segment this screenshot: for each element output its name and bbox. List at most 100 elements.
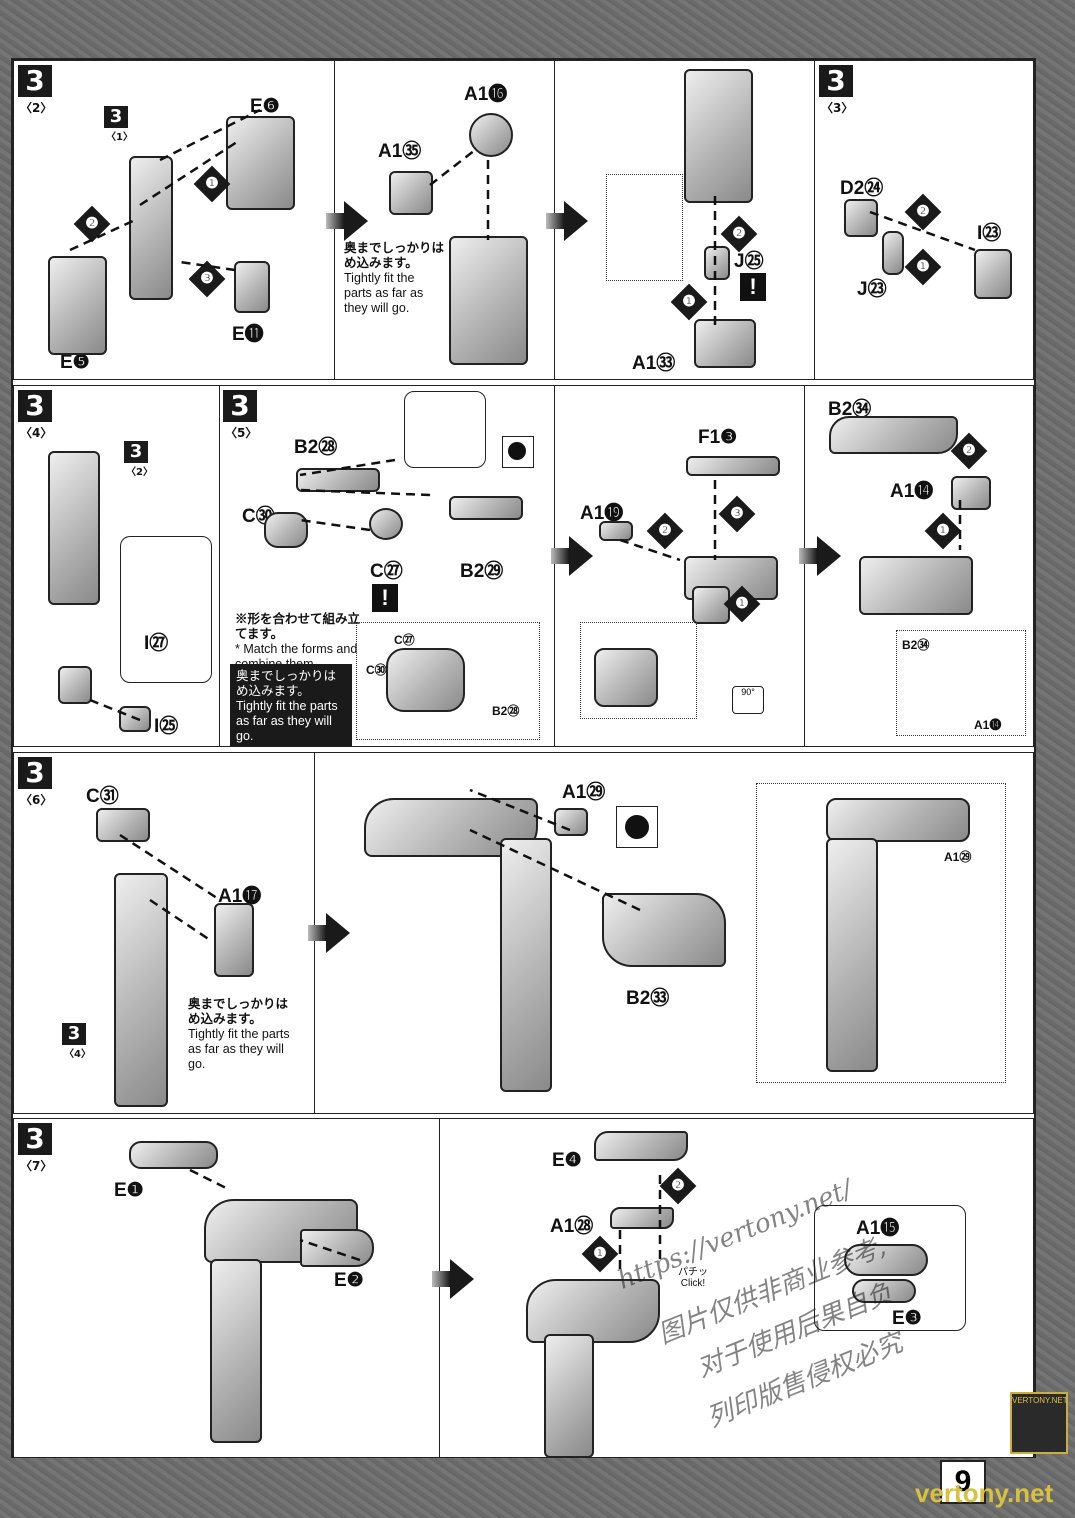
vertony-logo: VERTONY.NET [1010,1392,1068,1454]
part-label: A1⓮ [890,481,934,502]
part-drawing [610,1207,674,1229]
row-2: 3 〈4〉 3 〈2〉 I㉗ I㉕ 3 〈5〉 B2㉘ C㉚ C㉗ B2㉙ ! … [13,385,1034,747]
part-label: A1㉝ [632,353,676,374]
part-label: B2㉝ [626,988,670,1009]
part-drawing [594,648,658,707]
flow-arrow [326,201,368,241]
part-label: A1⓳ [580,503,624,524]
part-drawing [684,69,753,203]
fit-note: 奥までしっかりはめ込みます。Tightly fit the parts as f… [188,997,290,1071]
part-drawing [844,1244,928,1276]
detail-label: B2㉘ [492,704,520,718]
detail-box [606,174,683,281]
black-mark-icon [502,436,534,468]
detail-label: C㉚ [366,663,387,677]
step-sub: 〈5〉 [225,426,258,440]
part-drawing [826,838,878,1072]
part-drawing [129,1141,218,1169]
part-label: E❺ [60,352,90,373]
part-drawing [951,476,991,510]
part-label: I㉗ [144,633,169,654]
instruction-sheet: 3 〈2〉 3 〈1〉 E❻ E❺ E⓫ ❷ ❶ ❸ A1⓰ A1㉟ 奥までしっ… [11,58,1036,1458]
part-drawing [852,1279,916,1303]
callout-bubble [814,1205,966,1331]
part-drawing [974,249,1012,299]
detail-box [580,622,697,719]
rotate-icon: 90° [732,686,764,714]
part-label: E❶ [114,1180,144,1201]
part-drawing [58,666,92,704]
part-label: B2㉙ [460,561,504,582]
part-label: A1㉟ [378,141,422,162]
step-sub: 〈7〉 [20,1159,53,1173]
fit-note: 奥までしっかりはめ込みます。Tightly fit the parts as f… [344,241,445,315]
step-badge: 3 [18,390,52,422]
part-label: E⓫ [232,324,264,345]
part-drawing [234,261,270,313]
flow-arrow [799,536,841,576]
page-number: 9 [940,1460,986,1504]
part-drawing [369,508,403,540]
part-label: A1⓰ [464,84,508,105]
part-label: C㉗ [370,561,403,582]
detail-box [356,622,540,740]
part-drawing [599,521,633,541]
ref-badge: 3 [62,1023,86,1045]
part-drawing [389,171,433,215]
step-sub: 〈4〉 [20,426,53,440]
ref-badge: 3 [104,106,128,128]
part-drawing [694,319,756,368]
part-drawing [386,648,465,712]
part-drawing [882,231,904,275]
detail-box [896,630,1026,736]
part-drawing [226,116,295,210]
detail-label: B2㉞ [902,638,930,652]
flow-arrow [546,201,588,241]
step-sub: 〈3〉 [821,101,854,115]
ref-sub: 〈4〉 [64,1049,91,1060]
ref-sub: 〈2〉 [126,467,153,478]
part-label: D2㉔ [840,178,884,199]
part-drawing [594,1131,688,1161]
part-label: A1㉙ [562,782,606,803]
part-label: J㉕ [734,251,764,272]
inset-bubble [404,391,486,468]
part-drawing [554,808,588,836]
part-drawing [826,798,970,842]
step-sub: 〈6〉 [20,793,53,807]
part-drawing [214,903,254,977]
part-drawing [829,416,958,454]
part-label: F1❸ [698,427,738,448]
flow-arrow [308,913,350,953]
part-drawing [129,156,173,300]
row-1: 3 〈2〉 3 〈1〉 E❻ E❺ E⓫ ❷ ❶ ❸ A1⓰ A1㉟ 奥までしっ… [13,60,1034,380]
part-drawing [449,496,523,520]
step-badge: 3 [18,65,52,97]
part-label: E❸ [892,1308,922,1329]
part-label: B2㉞ [828,399,872,420]
part-drawing [602,893,726,967]
part-label: I㉓ [977,223,1002,244]
part-drawing [48,256,107,355]
part-label: E❷ [334,1270,364,1291]
detail-box [756,783,1006,1083]
part-label: J㉓ [857,279,887,300]
part-drawing [300,1229,374,1267]
part-drawing [544,1334,594,1457]
row-3: 3 〈6〉 C㉛ A1⓱ 3 〈4〉 奥までしっかりはめ込みます。Tightly… [13,752,1034,1114]
footer-site: vertony.net [915,1478,1054,1508]
part-drawing [264,512,308,548]
part-drawing [844,199,878,237]
part-label: A1⓯ [856,1218,900,1239]
part-drawing [210,1259,262,1443]
part-drawing [704,246,730,280]
flow-arrow [551,536,593,576]
part-label: I㉕ [154,716,179,737]
ref-badge: 3 [124,441,148,463]
part-label: A1㉘ [550,1216,594,1237]
black-mark-icon [616,806,658,848]
step-badge: 3 [819,65,853,97]
